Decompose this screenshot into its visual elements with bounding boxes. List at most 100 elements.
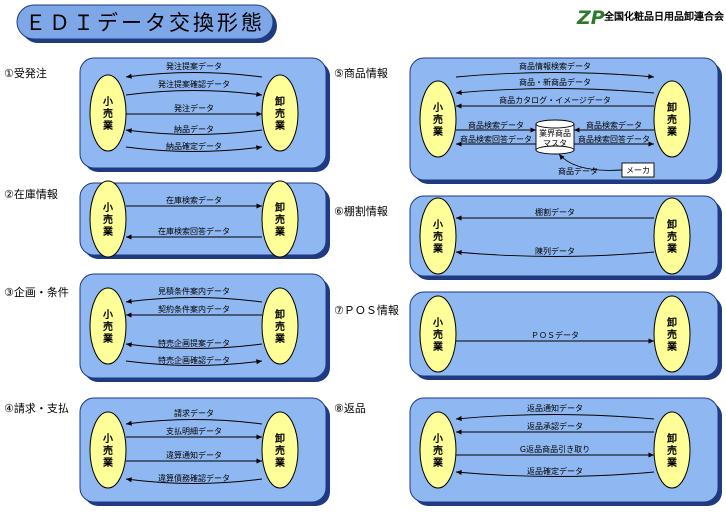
wholesale-ellipse-label-char: 売	[275, 320, 285, 333]
flow-arrow	[455, 88, 655, 95]
flow-label: 返品通知データ	[527, 403, 583, 413]
flow-label: ＰＯＳデータ	[531, 330, 579, 340]
retail-ellipse: 小売業	[89, 74, 127, 152]
retail-ellipse-label-char: 売	[103, 320, 113, 333]
master-top	[535, 119, 575, 129]
flow-label: 陳列データ	[535, 246, 575, 256]
flow-arrow	[125, 297, 263, 304]
retail-ellipse-label-char: 売	[103, 213, 113, 226]
retail-ellipse-label-char: 小	[432, 101, 443, 114]
retail-ellipse-label-char: 小	[432, 218, 443, 231]
wholesale-ellipse-shape	[261, 74, 299, 152]
wholesale-ellipse-label-char: 売	[275, 444, 285, 457]
master-bottom	[535, 145, 575, 155]
flow-label: 在庫検索データ	[166, 195, 222, 205]
retail-ellipse-label-char: 売	[433, 444, 443, 457]
retail-ellipse: 小売業	[419, 197, 457, 275]
retail-ellipse-shape	[89, 180, 127, 258]
flow-label: G返品商品引き取り	[520, 444, 590, 454]
retail-ellipse-label-char: 業	[432, 456, 444, 469]
wholesale-ellipse-label-char: 卸	[275, 201, 285, 214]
retail-ellipse: 小売業	[419, 80, 457, 158]
wholesale-ellipse-label-char: 業	[274, 119, 286, 132]
wholesale-ellipse-label-char: 業	[274, 456, 286, 469]
retail-ellipse-label-char: 業	[102, 456, 114, 469]
organization-logo: ZP 全国化粧品日用品卸連合会	[576, 7, 724, 29]
wholesale-ellipse-label-char: 業	[666, 242, 678, 255]
page-title: ＥＤＩデータ交換形態	[25, 11, 265, 35]
flow-arrow	[125, 90, 263, 97]
retail-ellipse: 小売業	[419, 411, 457, 489]
maker-flow-arrow	[558, 153, 623, 171]
wholesale-ellipse-label-char: 売	[667, 230, 677, 243]
wholesale-ellipse: 卸売業	[261, 74, 299, 152]
panel-label: ①受発注	[4, 66, 47, 80]
wholesale-ellipse-shape	[261, 287, 299, 365]
logo-mark: ZP	[576, 7, 605, 29]
retail-ellipse-shape	[419, 80, 457, 158]
master-flow-label: 商品検索データ	[468, 120, 524, 130]
retail-ellipse-shape	[89, 287, 127, 365]
panel-label: ③企画・条件	[4, 285, 69, 299]
flow-label: 契約条件案内データ	[158, 304, 230, 314]
wholesale-ellipse-shape	[261, 180, 299, 258]
retail-ellipse-label-char: 売	[433, 230, 443, 243]
panel-label: ④請求・支払	[4, 401, 69, 415]
flow-label: 在庫検索回答データ	[158, 226, 230, 236]
wholesale-ellipse-label-char: 業	[666, 125, 678, 138]
wholesale-ellipse-label-char: 卸	[275, 308, 285, 321]
flow-label: 見積条件案内データ	[158, 286, 230, 296]
flow-label: 商品カタログ・イメージデータ	[499, 95, 611, 105]
flow-label: 棚割データ	[535, 207, 575, 217]
retail-ellipse-label-char: 業	[432, 340, 444, 353]
retail-ellipse-label-char: 業	[432, 125, 444, 138]
flow-arrow	[125, 128, 263, 135]
flow-arrow	[125, 342, 263, 349]
panel-label: ⑥棚割情報	[334, 204, 388, 218]
retail-ellipse-shape	[89, 411, 127, 489]
retail-ellipse: 小売業	[419, 295, 457, 373]
wholesale-ellipse: 卸売業	[653, 411, 691, 489]
wholesale-ellipse-label-char: 卸	[667, 432, 677, 445]
retail-ellipse-label-char: 小	[102, 432, 113, 445]
wholesale-ellipse-label-char: 売	[275, 107, 285, 120]
master-label: マスタ	[543, 139, 567, 148]
retail-ellipse-shape	[419, 411, 457, 489]
panels: ①受発注発注提案データ発注提案確認データ発注データ納品データ納品確定データ小売業…	[4, 57, 722, 506]
wholesale-ellipse-shape	[653, 295, 691, 373]
wholesale-ellipse-shape	[653, 197, 691, 275]
wholesale-ellipse-label-char: 卸	[667, 316, 677, 329]
flow-arrow	[125, 477, 263, 484]
wholesale-ellipse-label-char: 売	[275, 213, 285, 226]
wholesale-ellipse-label-char: 業	[666, 340, 678, 353]
flow-label: 返品承認データ	[527, 421, 583, 431]
retail-ellipse-label-char: 売	[103, 107, 113, 120]
flow-arrow	[125, 419, 263, 426]
master-label: 業界商品	[539, 128, 571, 138]
wholesale-ellipse: 卸売業	[261, 180, 299, 258]
wholesale-ellipse-label-char: 売	[667, 444, 677, 457]
retail-ellipse-label-char: 売	[103, 444, 113, 457]
panel-box	[409, 195, 719, 277]
retail-ellipse-label-char: 業	[102, 119, 114, 132]
master-flow-label: 商品検索回答データ	[578, 134, 650, 144]
panel-box	[409, 291, 719, 377]
wholesale-ellipse: 卸売業	[653, 197, 691, 275]
wholesale-ellipse-label-char: 売	[667, 113, 677, 126]
panel-label: ②在庫情報	[4, 187, 58, 201]
panel-5: ⑤商品情報商品情報検索データ商品・新商品データ商品カタログ・イメージデータ業界商…	[334, 57, 722, 184]
wholesale-ellipse-label-char: 業	[666, 456, 678, 469]
flow-arrow	[455, 470, 655, 477]
maker-flow-label: 商品データ	[558, 166, 598, 176]
wholesale-ellipse: 卸売業	[653, 295, 691, 373]
wholesale-ellipse-label-char: 売	[667, 328, 677, 341]
wholesale-ellipse-label-char: 卸	[275, 432, 285, 445]
flow-label: 商品・新商品データ	[519, 77, 591, 87]
flow-arrow	[455, 72, 655, 79]
retail-ellipse-label-char: 売	[433, 113, 443, 126]
retail-ellipse: 小売業	[89, 287, 127, 365]
panel-8: ⑧返品返品通知データ返品承認データG返品商品引き取り返品確定データ	[334, 397, 722, 506]
